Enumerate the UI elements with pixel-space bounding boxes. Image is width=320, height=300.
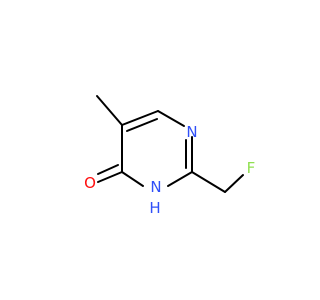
bond-c2-ch2: [191, 171, 226, 193]
oxygen-atom-label: O: [84, 174, 96, 192]
nh-hydrogen-atom-label: H: [149, 199, 160, 217]
bond-layer: [96, 95, 244, 193]
bond-c4-o: [97, 171, 123, 183]
bond-c5-c6: [121, 110, 159, 126]
fluorine-atom-label: F: [247, 159, 256, 177]
nitrogen-atom-label: N: [186, 123, 197, 141]
bond-n3-c4: [121, 171, 144, 187]
atom-label-layer: N N H O F: [84, 123, 255, 217]
nh-nitrogen-atom-label: N: [150, 178, 161, 196]
bond-c4-o-double: [97, 164, 119, 175]
bond-methyl-c5: [96, 95, 123, 126]
bond-c6-n1: [157, 110, 185, 127]
bond-ch2-f: [224, 174, 244, 193]
bond-c2-n3: [167, 171, 193, 187]
molecule-structure: N N H O F: [84, 95, 255, 217]
bond-c5-c6-double: [126, 118, 158, 132]
